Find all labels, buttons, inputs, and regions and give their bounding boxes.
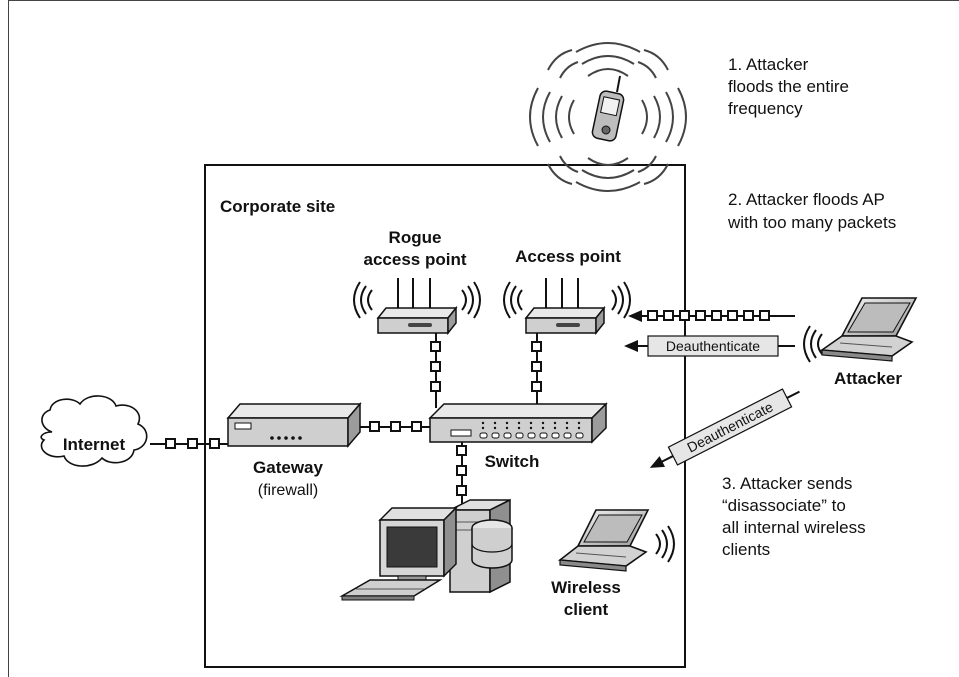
corporate-site-label: Corporate site [220, 197, 335, 216]
deauth-to-clients-signal: Deauthenticate [649, 388, 800, 468]
corporate-site-boundary [204, 164, 686, 668]
link-ap-switch [531, 333, 542, 408]
step1-annotation: 1. Attacker floods the entire frequency [728, 55, 849, 118]
deauth-clients-label: Deauthenticate [684, 398, 775, 455]
deauth-ap-label: Deauthenticate [666, 338, 760, 354]
step3-annotation: 3. Attacker sends “disassociate” to all … [722, 474, 866, 559]
server-workstation [339, 498, 513, 601]
rogue-ap-label-line1: Rogue [389, 228, 442, 247]
rogue-ap-waves-right [461, 281, 481, 319]
access-point-device [524, 278, 606, 336]
rogue-ap-label-line2: access point [364, 250, 467, 269]
packet-flood-chain [628, 310, 795, 322]
attacker-laptop [819, 297, 918, 362]
rogue-access-point-device [376, 278, 458, 336]
wireless-client-label-line1: Wireless [551, 578, 621, 597]
link-rogue-ap-switch [430, 333, 441, 408]
ap-waves-right [611, 281, 631, 319]
rogue-ap-waves-left [353, 281, 373, 319]
step3-line3: all internal wireless [722, 518, 866, 537]
frequency-flood-waves [529, 42, 687, 192]
jamming-phone [591, 75, 625, 142]
ap-waves-left [503, 281, 523, 319]
link-gateway-switch [360, 421, 432, 432]
figure-frame [8, 0, 959, 677]
attacker-waves [803, 325, 823, 363]
step3-line4: clients [722, 540, 770, 559]
switch-label: Switch [485, 452, 540, 471]
step3-line1: 3. Attacker sends [722, 474, 852, 493]
access-point-label: Access point [515, 247, 621, 266]
gateway-sublabel: (firewall) [258, 482, 318, 499]
link-internet-gateway [150, 438, 228, 449]
deauth-to-ap-signal: Deauthenticate [624, 335, 795, 357]
step1-line1: 1. Attacker [728, 55, 809, 74]
link-switch-server [456, 440, 467, 510]
step1-line3: frequency [728, 99, 803, 118]
step2-annotation: 2. Attacker floods AP with too many pack… [727, 190, 896, 232]
wireless-client-waves [655, 525, 675, 563]
step3-line2: “disassociate” to [722, 496, 846, 515]
switch-device [428, 402, 608, 444]
wireless-client-label-line2: client [564, 600, 609, 619]
internet-cloud: Internet [40, 395, 148, 467]
step1-line2: floods the entire [728, 77, 849, 96]
step2-line2: with too many packets [727, 213, 896, 232]
gateway-label: Gateway [253, 458, 323, 477]
attacker-label: Attacker [834, 369, 902, 388]
gateway-device [226, 401, 362, 449]
wireless-client-laptop [557, 509, 650, 572]
internet-label: Internet [63, 435, 126, 454]
step2-line1: 2. Attacker floods AP [728, 190, 885, 209]
